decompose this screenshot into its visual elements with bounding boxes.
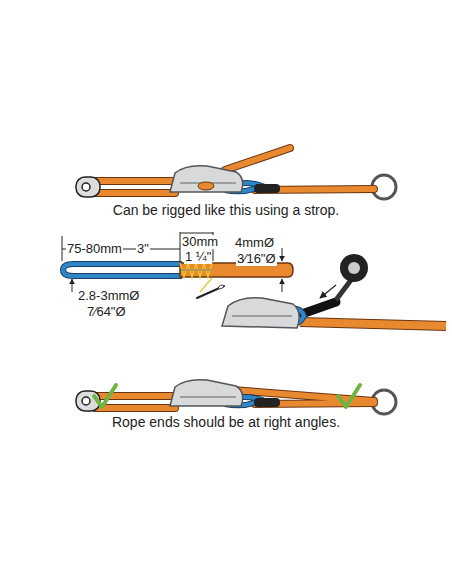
dimension: 3" xyxy=(136,242,150,256)
splice-detail xyxy=(62,232,446,328)
top-rigging xyxy=(76,148,396,199)
dimension: 4mmØ xyxy=(234,236,275,250)
bottom-rigging xyxy=(76,380,396,414)
dimension: 30mm xyxy=(181,235,219,249)
dimension: 2.8-3mmØ xyxy=(77,289,140,303)
caption: Can be rigged like this using a strop. xyxy=(112,203,340,218)
dimension: 75-80mm xyxy=(66,242,123,256)
caption: Rope ends should be at right angles. xyxy=(111,415,341,430)
dimension: 1 ¼" xyxy=(184,250,212,264)
dimension: 3⁄16"Ø xyxy=(236,252,277,266)
dimension: 7⁄64"Ø xyxy=(86,305,127,319)
